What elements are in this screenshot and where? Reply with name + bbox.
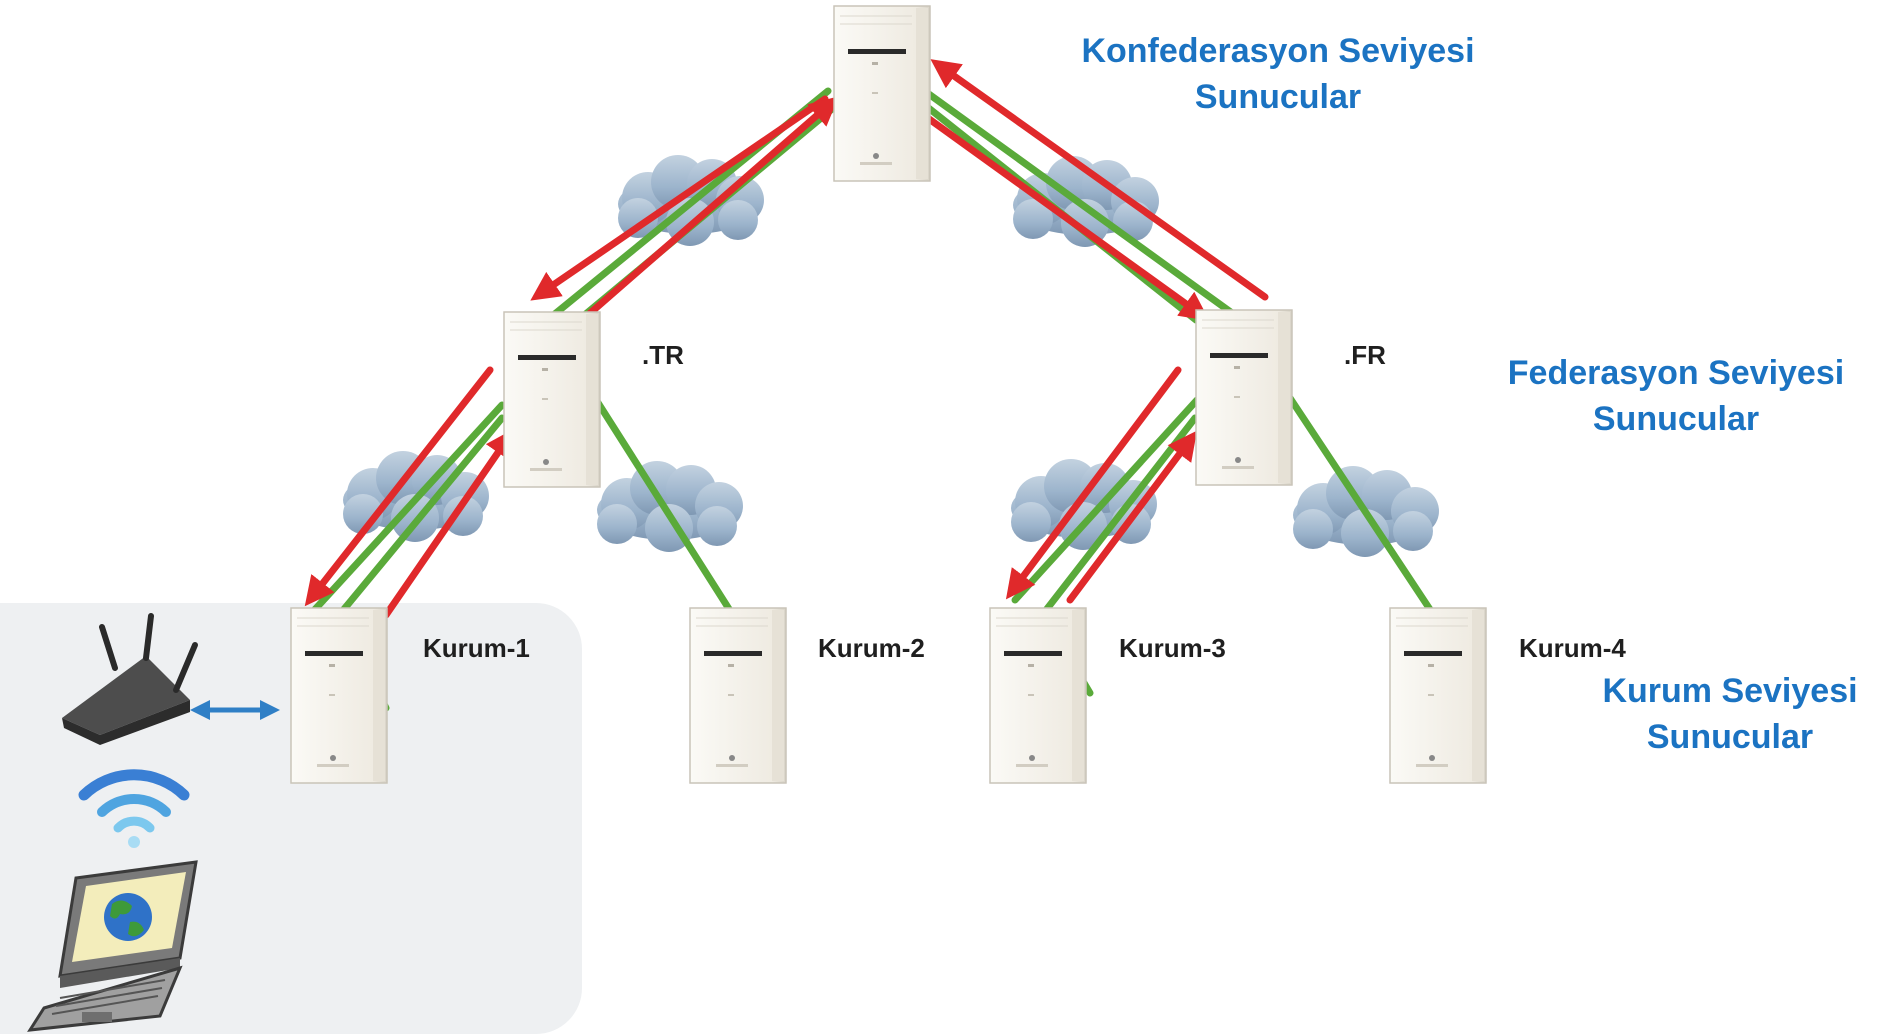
server-label-kurum-4: Kurum-4 <box>1519 633 1626 663</box>
wifi-router-icon <box>62 613 198 745</box>
level-title: Konfederasyon Seviyesi <box>1081 32 1475 70</box>
link-line <box>336 414 506 618</box>
link-line <box>1286 394 1437 618</box>
link-line <box>1011 396 1201 604</box>
server-tower-icon <box>1389 607 1487 784</box>
level-subtitle: Sunucular <box>1646 718 1814 756</box>
request-arrow <box>382 428 515 619</box>
server-tower-icon <box>503 311 601 488</box>
server-tower-icon <box>1195 309 1293 486</box>
server-label-tr: .TR <box>642 340 684 370</box>
request-arrow <box>530 95 829 301</box>
server-label-kurum-1: Kurum-1 <box>423 633 530 663</box>
link-line <box>304 401 506 621</box>
level-title: Kurum Seviyesi <box>1602 672 1858 710</box>
level-subtitle: Sunucular <box>1592 400 1760 438</box>
server-tower-icon <box>689 607 787 784</box>
request-arrow <box>1066 430 1198 604</box>
server-tower-icon <box>833 5 931 182</box>
level-title: Federasyon Seviyesi <box>1507 354 1845 392</box>
link-line <box>591 394 740 624</box>
server-tower-icon <box>290 607 388 784</box>
server-label-fr: .FR <box>1344 340 1386 370</box>
request-arrow <box>1005 366 1182 600</box>
link-line <box>922 88 1236 317</box>
level-label-institution: Kurum Seviyesi Sunucular <box>1580 668 1880 760</box>
request-arrow <box>930 59 1269 301</box>
request-arrow <box>304 366 494 607</box>
server-label-kurum-2: Kurum-2 <box>818 633 925 663</box>
server-label-kurum-3: Kurum-3 <box>1119 633 1226 663</box>
request-arrow <box>576 96 839 326</box>
laptop-globe-icon <box>27 860 198 1032</box>
network-cloud-icon <box>597 461 743 552</box>
level-label-federation: Federasyon Seviyesi Sunucular <box>1476 350 1876 442</box>
wifi-signal-icon <box>78 769 190 848</box>
server-tower-icon <box>989 607 1087 784</box>
request-arrow <box>914 107 1210 321</box>
level-label-confederation: Konfederasyon Seviyesi Sunucular <box>1068 28 1488 120</box>
level-subtitle: Sunucular <box>1194 78 1362 116</box>
